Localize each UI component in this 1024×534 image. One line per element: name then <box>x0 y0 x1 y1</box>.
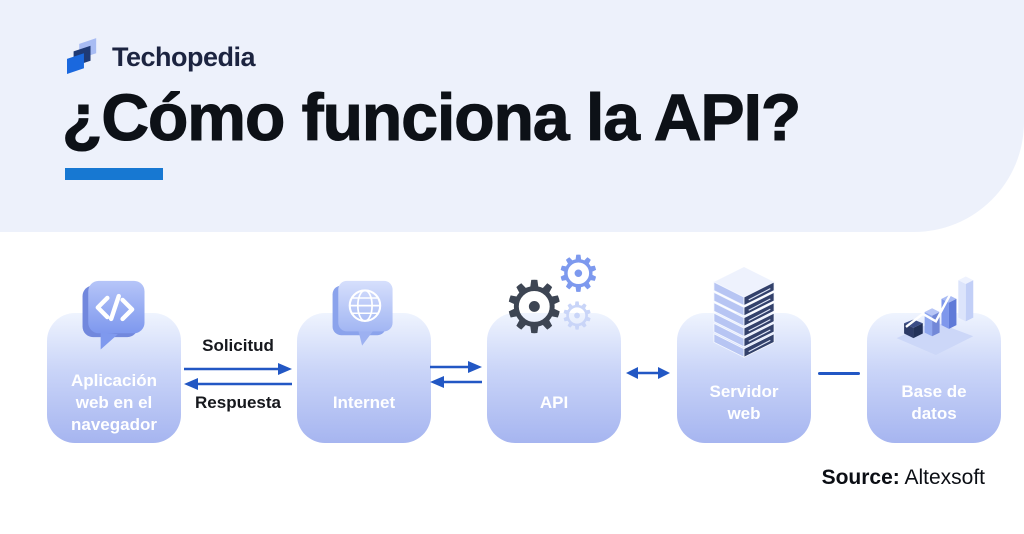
node-label: Servidor web <box>709 381 779 423</box>
response-arrow-left <box>184 378 292 390</box>
flow-node-api: ⚙ ⚙ ⚙ API <box>487 249 621 443</box>
title-underline-accent <box>65 168 163 180</box>
request-label: Solicitud <box>202 336 274 355</box>
globe-bubble-icon <box>329 279 399 359</box>
code-bubble-icon <box>77 277 151 359</box>
source-attribution: Source: Altexsoft <box>822 466 985 490</box>
source-value: Altexsoft <box>904 466 985 489</box>
gear-blue-icon: ⚙ <box>556 245 601 303</box>
bar-chart-icon <box>891 267 977 357</box>
request-arrow-right <box>184 363 292 375</box>
server-stack-icon <box>706 267 782 361</box>
flow-node-web-server: Servidor web <box>677 267 811 443</box>
gears-icon: ⚙ ⚙ ⚙ <box>502 249 606 349</box>
node-label: Internet <box>332 392 396 412</box>
flow-node-database: Base de datos <box>867 276 1001 443</box>
response-label: Respuesta <box>195 393 281 412</box>
flow-node-web-app: Aplicación web en el navegador <box>47 280 181 443</box>
gear-dark-icon: ⚙ <box>502 265 567 349</box>
page-title: ¿Cómo funciona la API? <box>61 80 801 154</box>
arrow-right <box>430 361 482 373</box>
connection-webapp-internet: Solicitud Respuesta <box>182 336 294 416</box>
node-label: Base de datos <box>901 381 967 423</box>
node-label: Aplicación web en el navegador <box>71 370 157 435</box>
header: Techopedia ¿Cómo funciona la API? <box>0 0 1024 232</box>
gear-light-icon: ⚙ <box>560 294 595 338</box>
source-label: Source: <box>821 466 900 489</box>
connection-server-database-line <box>818 372 860 375</box>
flow-node-internet: Internet <box>297 280 431 443</box>
techopedia-logo-icon <box>67 38 97 74</box>
arrow-left <box>430 376 482 388</box>
connection-api-server-double-arrow <box>626 367 670 379</box>
techopedia-logo: Techopedia <box>67 38 256 76</box>
techopedia-logo-text: Techopedia <box>112 41 256 72</box>
connection-internet-api <box>430 360 484 390</box>
node-label: API <box>539 392 569 412</box>
